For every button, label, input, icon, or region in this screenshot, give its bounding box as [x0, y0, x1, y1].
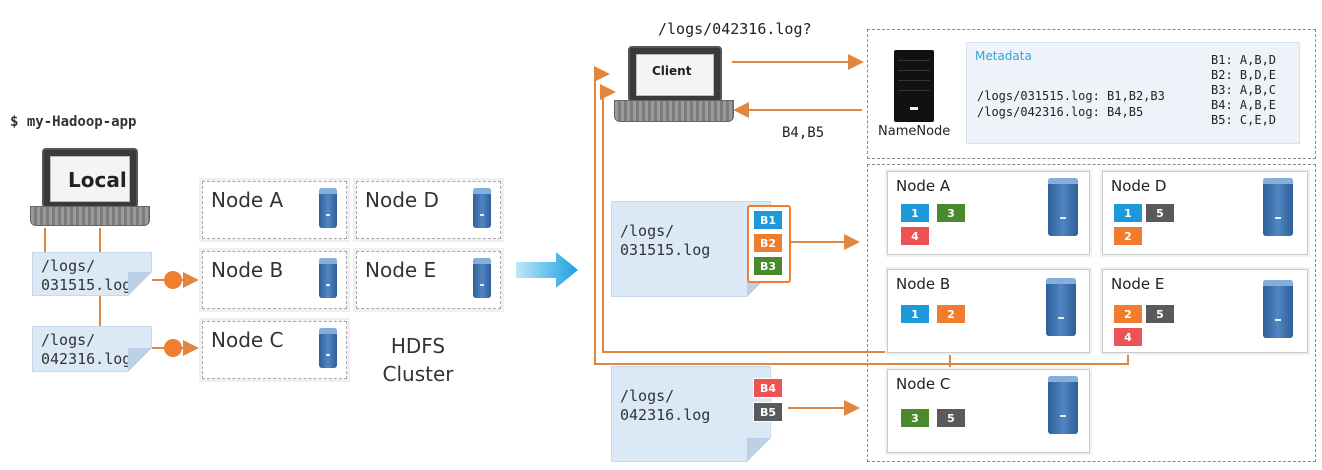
metadata-title: Metadata [975, 49, 1032, 63]
block-1: 1 [1113, 203, 1143, 223]
local-file-031515: /logs/ 031515.log [32, 252, 152, 296]
server-icon [319, 328, 337, 368]
cluster-node-a: Node A [202, 181, 347, 239]
file-map-line: /logs/031515.log: B1,B2,B3 [977, 89, 1165, 103]
block-2: 2 [1113, 226, 1143, 246]
cluster-node-e: Node E [356, 251, 501, 309]
datanode-cluster: Node A 1 3 4 Node D 1 5 2 Node B 1 2 Nod… [867, 164, 1316, 462]
client-computer: Client [612, 46, 736, 126]
block-map-line: B5: C,E,D [1211, 113, 1277, 127]
block-b4: B4 [753, 378, 783, 398]
block-3: 3 [936, 203, 966, 223]
local-label: Local [68, 168, 127, 192]
metadata-panel: Metadata /logs/031515.log: B1,B2,B3 /log… [966, 42, 1300, 144]
block-2: 2 [1113, 304, 1143, 324]
block-4: 4 [1113, 327, 1143, 347]
block-1: 1 [900, 304, 930, 324]
laptop-icon: Client [628, 46, 722, 102]
upload-dot [164, 339, 182, 357]
local-file-042316: /logs/ 042316.log [32, 326, 152, 372]
cluster-node-d: Node D [356, 181, 501, 239]
server-icon [1263, 178, 1293, 236]
datanode-b: Node B 1 2 [887, 269, 1090, 353]
client-file-031515: /logs/ 031515.log [611, 201, 771, 297]
block-1: 1 [900, 203, 930, 223]
server-icon [319, 188, 337, 228]
laptop-icon: Local [42, 148, 138, 208]
block-map-line: B3: A,B,C [1211, 83, 1277, 97]
flow-arrow [516, 252, 578, 288]
server-icon [1048, 376, 1078, 434]
namenode-box: NameNode Metadata /logs/031515.log: B1,B… [867, 29, 1316, 159]
command-prompt: $ my-Hadoop-app [10, 114, 137, 130]
block-2: 2 [936, 304, 966, 324]
block-3: 3 [900, 408, 930, 428]
cluster-node-c: Node C [202, 321, 347, 379]
datanode-e: Node E 2 5 4 [1102, 269, 1308, 353]
block-b3: B3 [753, 256, 783, 276]
server-icon [473, 188, 491, 228]
upload-dot [164, 271, 182, 289]
server-icon [473, 258, 491, 298]
block-5: 5 [1145, 304, 1175, 324]
server-icon [1046, 278, 1076, 336]
datanode-d: Node D 1 5 2 [1102, 171, 1308, 255]
block-group-031515: B1 B2 B3 [747, 205, 791, 283]
block-map-line: B1: A,B,D [1211, 53, 1277, 67]
client-query: /logs/042316.log? [658, 20, 812, 38]
datanode-c: Node C 3 5 [887, 369, 1090, 453]
cluster-node-b: Node B [202, 251, 347, 309]
server-icon [1263, 280, 1293, 338]
server-icon [319, 258, 337, 298]
block-b5: B5 [753, 402, 783, 422]
local-computer: Local [30, 148, 150, 228]
server-icon [1048, 178, 1078, 236]
block-4: 4 [900, 226, 930, 246]
block-b2: B2 [753, 233, 783, 253]
namenode-label: NameNode [878, 124, 951, 139]
namenode-answer: B4,B5 [782, 125, 825, 141]
hdfs-cluster-label: HDFS Cluster [382, 334, 454, 386]
client-label: Client [652, 64, 692, 78]
datanode-a: Node A 1 3 4 [887, 171, 1090, 255]
block-map-line: B4: A,B,E [1211, 98, 1277, 112]
block-map-line: B2: B,D,E [1211, 68, 1277, 82]
block-5: 5 [1145, 203, 1175, 223]
block-b1: B1 [753, 210, 783, 230]
namenode-server-icon [894, 50, 934, 122]
client-file-042316: /logs/ 042316.log [611, 366, 771, 462]
file-map-line: /logs/042316.log: B4,B5 [977, 105, 1144, 119]
block-5: 5 [936, 408, 966, 428]
